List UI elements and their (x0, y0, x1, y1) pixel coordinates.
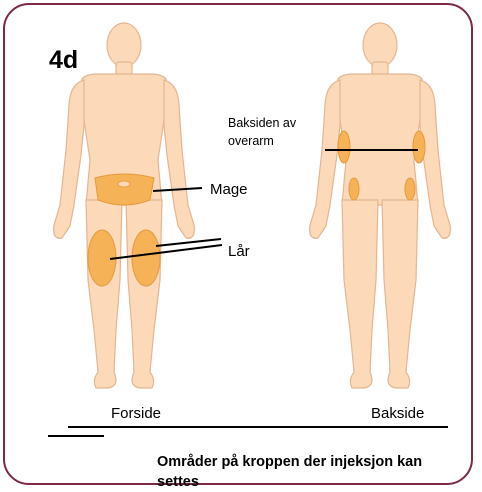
back-view-label: Bakside (371, 405, 424, 422)
right-thigh-injection-area (132, 230, 160, 286)
front-view-label: Forside (111, 405, 161, 422)
thigh-label: Lår (228, 243, 250, 260)
right-flank-injection-area (405, 178, 415, 200)
right-upper-arm-injection-area (413, 131, 425, 163)
figure-caption: Områder på kroppen der injeksjon kan set… (157, 452, 457, 492)
left-flank-injection-area (349, 178, 359, 200)
belly-label: Mage (210, 181, 248, 198)
navel (118, 181, 130, 187)
back-body (310, 23, 451, 388)
caption-divider-top (68, 426, 448, 428)
upper-arm-label: Baksiden av overarm (228, 114, 318, 150)
step-label: 4d (49, 46, 78, 75)
caption-divider-stub (48, 435, 104, 437)
left-upper-arm-injection-area (338, 131, 350, 163)
thigh-pointer-line-1 (156, 239, 221, 246)
belly-injection-area (95, 174, 154, 205)
